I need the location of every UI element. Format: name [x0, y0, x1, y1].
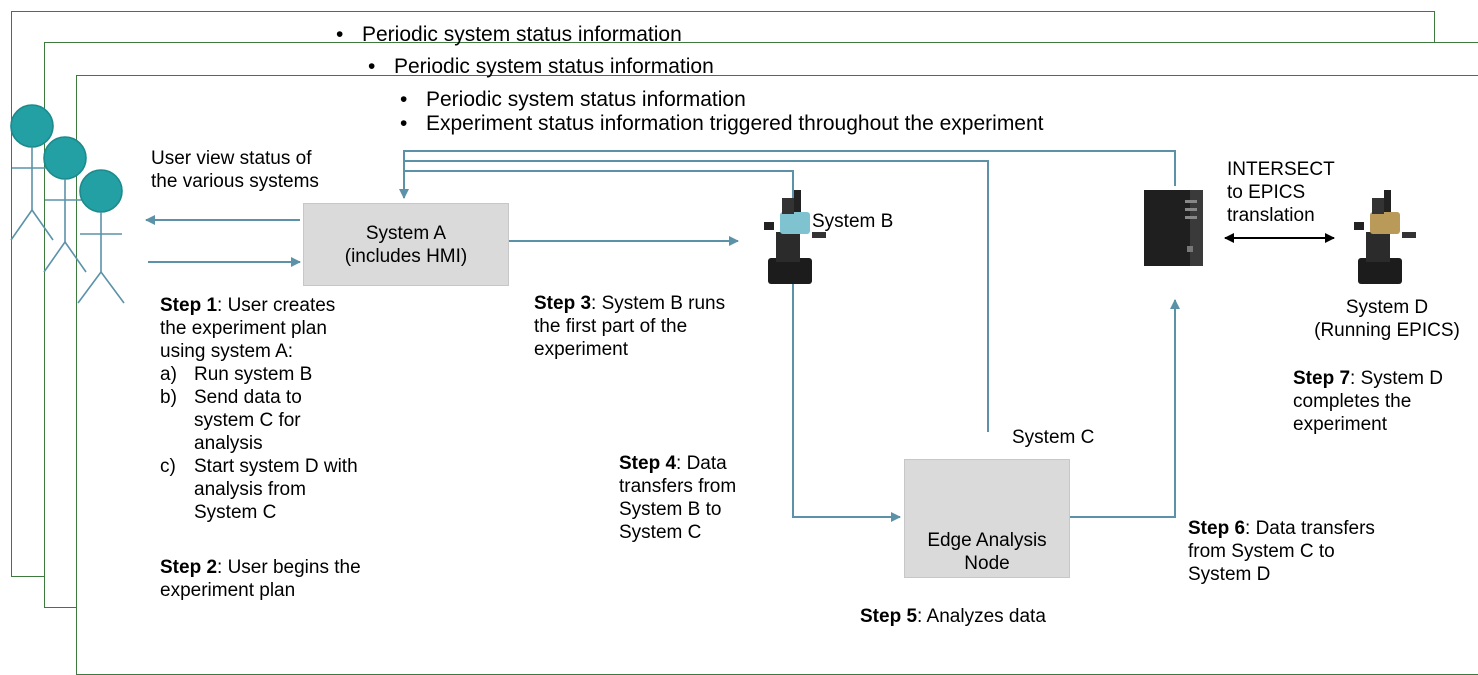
panel3-bullet-1: Periodic system status information: [400, 88, 746, 112]
systemA-title: System A: [365, 222, 447, 244]
status-line-systemB: [404, 170, 794, 200]
systemC-label: System C: [1012, 427, 1095, 448]
microscope-icon-systemD: [1354, 190, 1416, 284]
systemA-box: System A (includes HMI): [303, 203, 509, 286]
step4-label: Step 4: [619, 453, 677, 474]
step3-block: Step 3: System B runs the first part of …: [534, 293, 726, 360]
arrow-systemB-to-systemC: [792, 284, 901, 522]
step1-item-a: a)Run system B: [160, 364, 313, 385]
step6-label: Step 6: [1188, 518, 1246, 539]
step5-block: Step 5: Analyzes data: [860, 606, 1046, 627]
step1-label: Step 1: [160, 295, 218, 316]
step3-label: Step 3: [534, 293, 592, 314]
computer-tower-icon: [1144, 190, 1203, 266]
panel2-bullet: Periodic system status information: [368, 55, 714, 79]
systemA-subtitle: (includes HMI): [344, 245, 468, 267]
user-view-text-1: User view status of: [151, 148, 312, 169]
systemB-label: System B: [812, 211, 894, 232]
systemD-label: System D (Running EPICS): [1314, 297, 1460, 341]
user-figure-front: [77, 169, 125, 304]
step6-block: Step 6: Data transfers from System C to …: [1188, 518, 1375, 585]
step4-block: Step 4: Data transfers from System B to …: [619, 453, 737, 543]
arrow-systemC-to-systemD: [1068, 299, 1180, 518]
systemC-box: Edge Analysis Node: [904, 459, 1070, 578]
step1-block: Step 1: User creates the experiment plan…: [160, 295, 358, 524]
translation-label: INTERSECT to EPICS translation: [1227, 159, 1335, 226]
panel3-bullet-2: Experiment status information triggered …: [400, 112, 1043, 136]
step2-label: Step 2: [160, 557, 218, 578]
microscope-icon-systemB: [764, 190, 826, 284]
step7-label: Step 7: [1293, 368, 1351, 389]
step7-block: Step 7: System D completes the experimen…: [1293, 368, 1443, 435]
status-line-systemD: [399, 150, 1176, 199]
status-panel-front: [76, 75, 1478, 675]
panel1-bullet: Periodic system status information: [336, 23, 682, 47]
systemC-box-line1: Edge Analysis: [927, 530, 1047, 551]
user-figure-middle: [43, 136, 87, 273]
step5-label: Step 5: [860, 606, 918, 627]
user-view-text-2: the various systems: [151, 171, 319, 192]
step2-block: Step 2: User begins the experiment plan: [160, 557, 361, 601]
user-figure-back: [10, 104, 54, 241]
status-line-systemC: [404, 160, 989, 432]
systemC-box-line2: Node: [964, 553, 1010, 574]
